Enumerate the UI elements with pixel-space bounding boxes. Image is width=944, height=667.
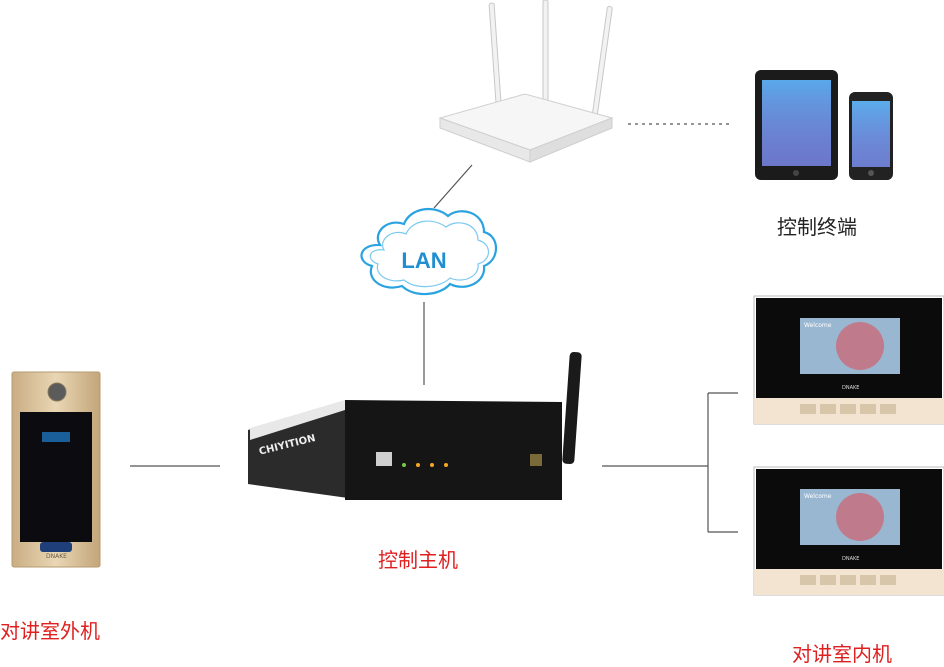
indoor-unit-label: 对讲室内机 xyxy=(792,642,892,666)
control-host-device xyxy=(248,351,582,500)
router-device xyxy=(438,0,614,163)
router-to-lan-line xyxy=(433,164,473,209)
indoor-brand-text-bottom: DNAKE xyxy=(842,556,860,562)
indoor-unit-device-top xyxy=(753,295,944,425)
tablet-device xyxy=(755,70,838,180)
outdoor-unit-device xyxy=(11,371,101,568)
indoor-screen-text-top: Welcome xyxy=(804,322,832,329)
indoor-unit-device-bottom xyxy=(753,466,944,596)
lan-cloud-shape xyxy=(360,207,498,296)
lan-cloud-label: LAN xyxy=(401,248,447,273)
indoor-screen-text-bottom: Welcome xyxy=(804,493,832,500)
control-host-label: 控制主机 xyxy=(378,548,458,572)
outdoor-brand-text: DNAKE xyxy=(46,553,67,560)
smartphone-device xyxy=(849,92,893,180)
outdoor-unit-label: 对讲室外机 xyxy=(0,619,100,643)
indoor-brand-text-top: DNAKE xyxy=(842,385,860,391)
control-terminal-label: 控制终端 xyxy=(777,215,857,239)
host-to-indoor-bracket-line xyxy=(602,392,738,533)
